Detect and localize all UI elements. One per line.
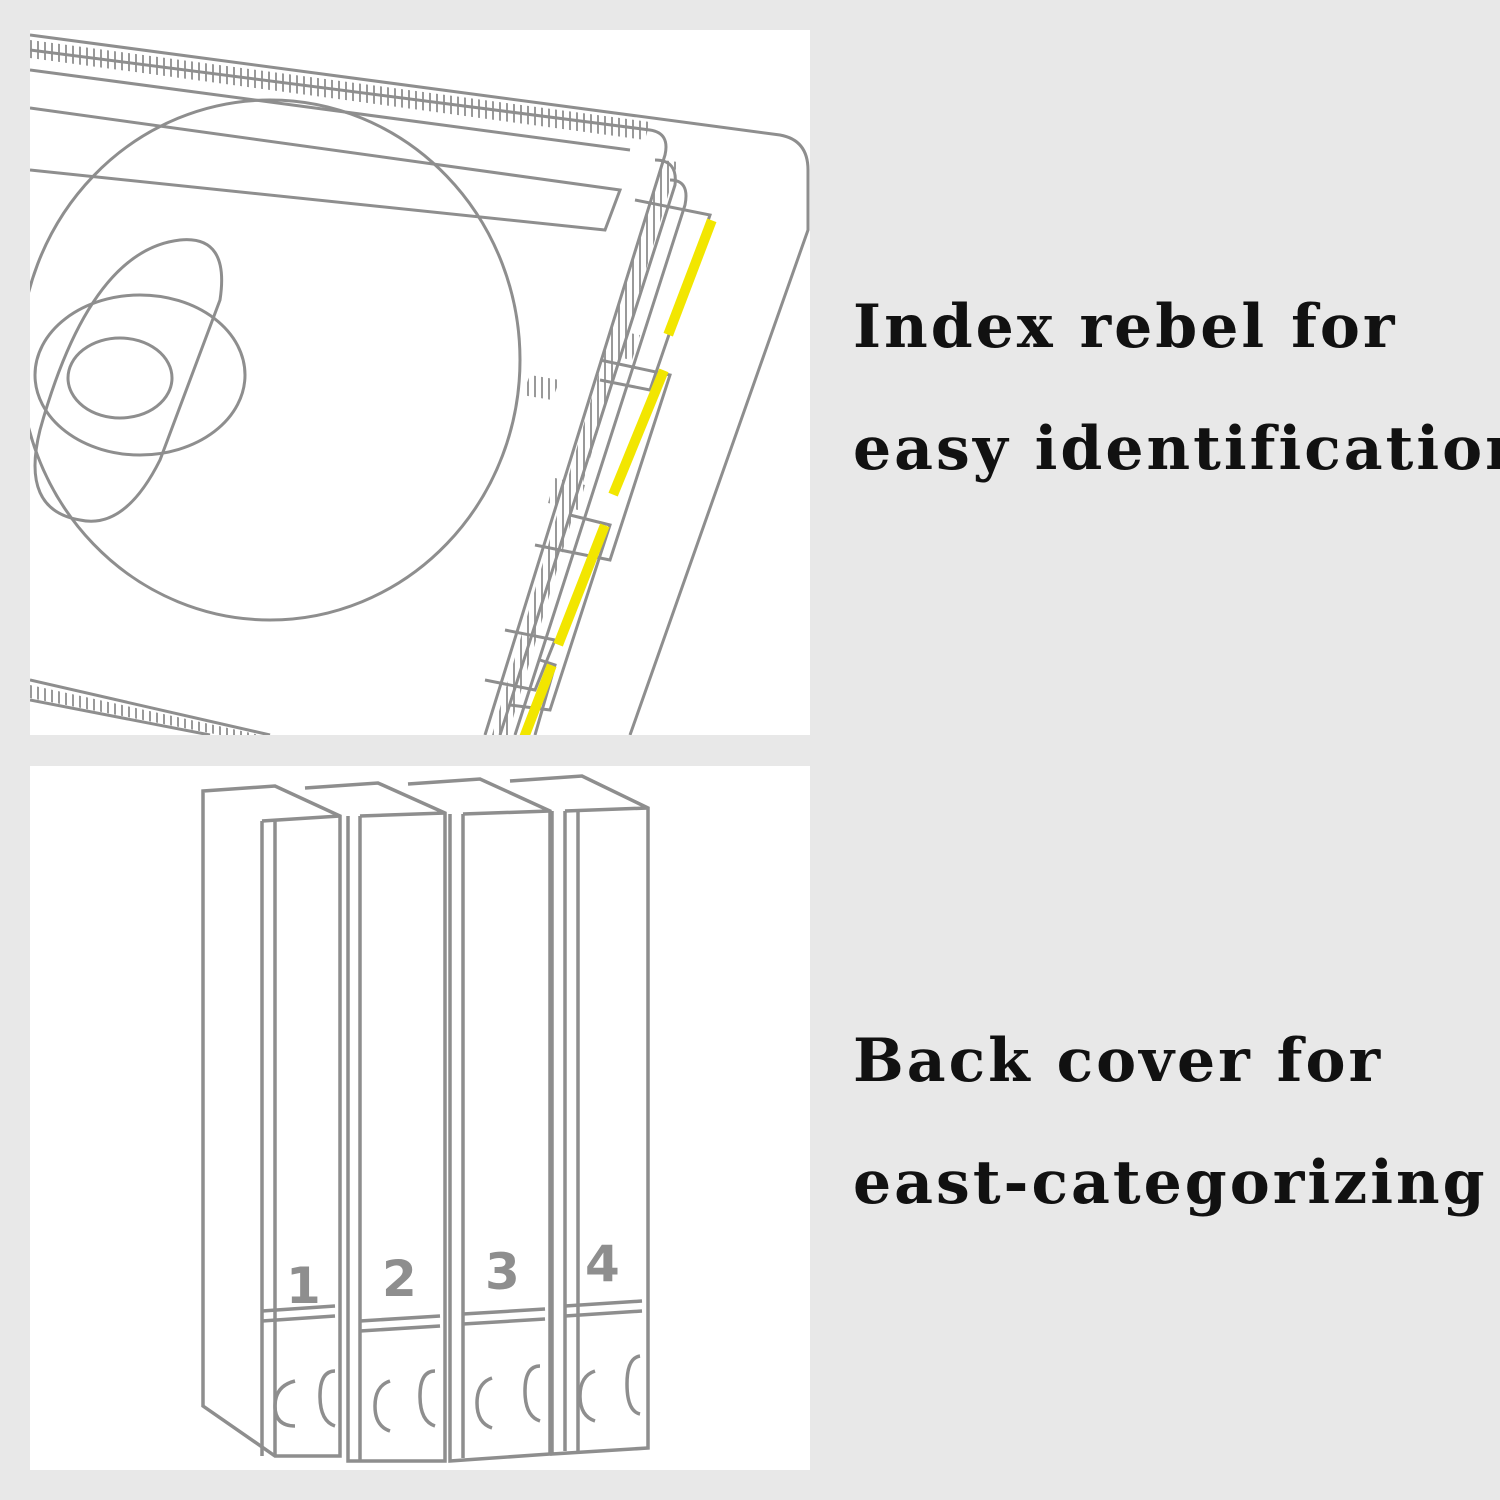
back-cover-caption-line-2: east-categorizing [853, 1148, 1488, 1218]
back-cover-caption: Back cover for east-categorizing [853, 1000, 1488, 1244]
binder-number-3: 3 [485, 1243, 520, 1301]
index-tab-illustration-panel [30, 30, 810, 735]
cd-album-index-tabs-icon [30, 33, 810, 735]
back-cover-caption-line-1: Back cover for [853, 1026, 1384, 1096]
binders-illustration-panel: 1 2 3 4 [30, 766, 810, 1470]
index-tab-caption-line-2: easy identification [853, 414, 1500, 484]
binder-number-4: 4 [585, 1235, 620, 1293]
numbered-binders-icon: 1 2 3 4 [201, 774, 650, 1463]
binder-number-2: 2 [382, 1250, 417, 1308]
binder-number-1: 1 [286, 1257, 321, 1315]
index-tab-caption-line-1: Index rebel for [853, 292, 1398, 362]
index-tab-caption: Index rebel for easy identification [853, 266, 1500, 510]
